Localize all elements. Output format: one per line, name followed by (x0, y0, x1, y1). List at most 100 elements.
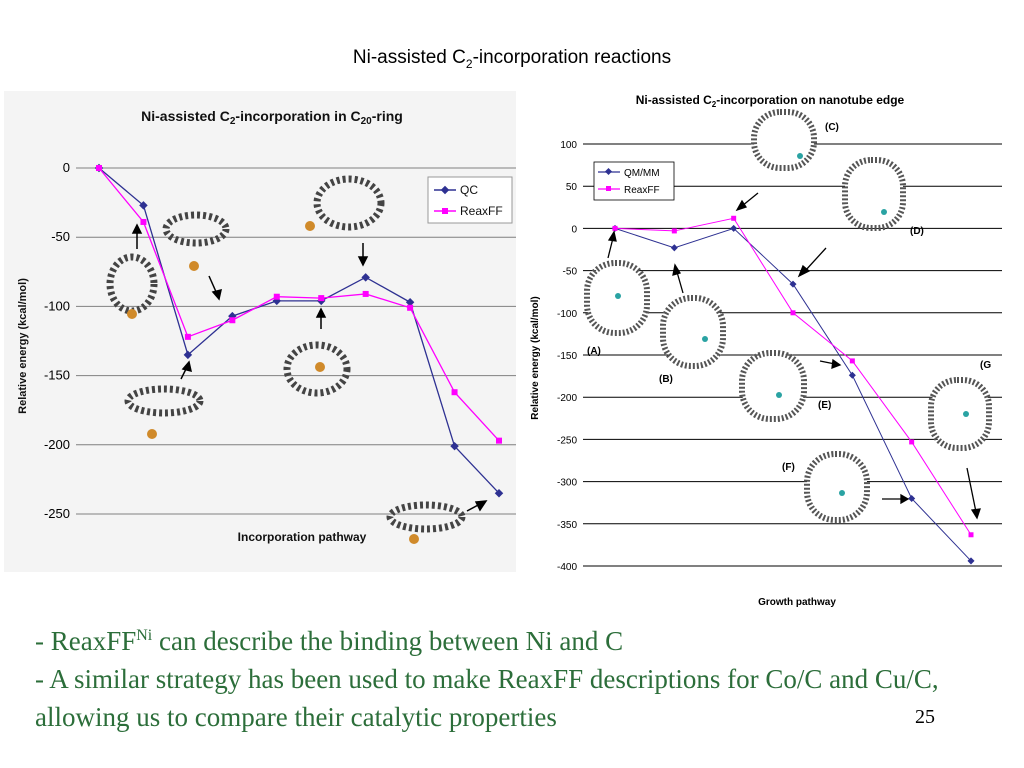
nanotube-b (660, 295, 726, 369)
right-point-s1 (670, 244, 678, 252)
bullet-list: - ReaxFFNi can describe the binding betw… (35, 622, 995, 736)
bullet-item-1: - ReaxFFNi can describe the binding betw… (35, 626, 624, 656)
label-b: (B) (659, 374, 673, 385)
right-nanotube-ni-atoms (615, 153, 969, 496)
label-a: (A) (587, 346, 601, 357)
left-point-s2 (96, 165, 102, 171)
right-chart-title: Ni-assisted C2-incorporation on nanotube… (636, 93, 905, 109)
left-structure-5 (283, 341, 351, 397)
right-point-s2 (909, 439, 915, 445)
right-y-tick-label: -300 (557, 478, 577, 489)
right-point-s1 (967, 557, 975, 565)
left-structure-4 (305, 175, 385, 231)
right-annotation-arrows (607, 192, 981, 520)
right-point-s1 (908, 494, 916, 503)
right-point-s1 (848, 371, 856, 379)
left-y-tick-label: 0 (63, 160, 70, 175)
left-point-s2 (318, 295, 325, 302)
right-point-s2 (968, 532, 974, 538)
label-g: (G (980, 360, 991, 371)
label-d: (D) (910, 226, 924, 237)
right-chart: Ni-assisted C2-incorporation on nanotube… (520, 88, 1020, 618)
right-series-lines (611, 215, 975, 565)
right-point-s2 (731, 215, 737, 221)
nanotube-c (751, 109, 817, 171)
left-chart: Ni-assisted C2-incorporation in C20-ring… (4, 91, 516, 572)
left-y-tick-labels: 0 -50 -100 -150 -200 -250 (44, 160, 70, 521)
right-legend-box (593, 161, 675, 201)
right-point-s2 (790, 310, 796, 316)
right-legend-reaxff-label: ReaxFF (624, 185, 660, 196)
left-point-s1 (494, 488, 504, 498)
right-point-s1 (730, 224, 738, 232)
left-series-line-2 (98, 167, 500, 442)
label-c: (C) (825, 122, 839, 133)
right-legend-qmmm-label: QM/MM (624, 168, 660, 179)
left-chart-title: Ni-assisted C2-incorporation in C20-ring (141, 108, 403, 127)
right-point-s1 (789, 280, 797, 288)
right-gridlines (583, 143, 1002, 567)
left-legend-reaxff-label: ReaxFF (460, 204, 503, 218)
right-point-s2 (671, 228, 677, 234)
right-y-tick-label: 0 (571, 224, 577, 235)
left-y-tick-label: -150 (44, 368, 70, 383)
left-y-tick-label: -200 (44, 437, 70, 452)
left-structure-2 (162, 211, 230, 271)
left-legend-qc-label: QC (460, 183, 478, 197)
right-legend-reaxff-marker (606, 186, 611, 191)
left-legend-qc-marker (440, 185, 450, 195)
left-y-axis-label: Relative energy (kcal/mol) (17, 278, 29, 414)
left-point-s2 (407, 304, 414, 311)
right-nanotube-structures (584, 109, 992, 523)
right-y-tick-label: -200 (557, 393, 577, 404)
left-point-s2 (184, 333, 191, 340)
label-f: (F) (782, 462, 795, 473)
nanotube-e (739, 350, 807, 422)
left-legend: QC ReaxFF (427, 176, 513, 224)
bullet-item-2: - A similar strategy has been used to ma… (35, 664, 939, 732)
left-point-s2 (273, 293, 280, 300)
left-structure-6 (386, 501, 466, 544)
left-point-s1 (183, 350, 193, 360)
right-point-s2 (612, 225, 618, 231)
slide-title: Ni-assisted C2-incorporation reactions (352, 47, 672, 71)
left-structure-3 (124, 385, 204, 439)
right-y-tick-label: -350 (557, 520, 577, 531)
right-point-s2 (849, 358, 855, 364)
right-y-tick-label: 50 (566, 182, 578, 193)
left-y-tick-label: -50 (51, 229, 70, 244)
right-y-tick-label: -250 (557, 435, 577, 446)
left-legend-reaxff-marker (442, 208, 448, 214)
left-structure-1 (106, 253, 158, 319)
right-y-tick-label: -50 (563, 267, 578, 278)
left-y-tick-label: -250 (44, 506, 70, 521)
right-y-tick-label: -400 (557, 562, 577, 573)
left-legend-box (427, 176, 513, 224)
page-number: 25 (915, 706, 935, 728)
nanotube-d (842, 157, 906, 231)
left-chart-svg: Ni-assisted C2-incorporation in C20-ring… (17, 108, 516, 544)
right-y-tick-label: 100 (560, 140, 577, 151)
right-y-axis-label: Relative energy (kcal/mol) (530, 296, 541, 419)
nanotube-f (804, 451, 870, 523)
nanotube-g (928, 377, 992, 451)
right-legend: QM/MM ReaxFF (593, 161, 675, 201)
right-structure-labels: (A) (B) (C) (D) (E) (F) (G (587, 122, 991, 473)
label-e: (E) (818, 400, 831, 411)
right-chart-svg: Ni-assisted C2-incorporation on nanotube… (530, 93, 1002, 608)
left-y-tick-label: -100 (44, 298, 70, 313)
left-point-s2 (362, 290, 369, 297)
right-y-tick-label: -150 (557, 351, 577, 362)
right-x-axis-label: Growth pathway (758, 597, 836, 608)
left-point-s1 (139, 201, 148, 210)
left-point-s2 (140, 218, 147, 225)
right-y-tick-label: -100 (557, 309, 577, 320)
left-point-s1 (450, 441, 459, 451)
right-y-tick-labels: 100 50 0 -50 -100 -150 -200 -250 -300 -350 -400 (557, 140, 577, 573)
left-point-s2 (229, 317, 236, 324)
left-point-s1 (405, 298, 415, 307)
left-annotation-arrows (131, 223, 488, 512)
left-series-lines (94, 163, 504, 498)
left-x-axis-label: Incorporation pathway (238, 530, 367, 544)
left-point-s2 (496, 437, 502, 444)
